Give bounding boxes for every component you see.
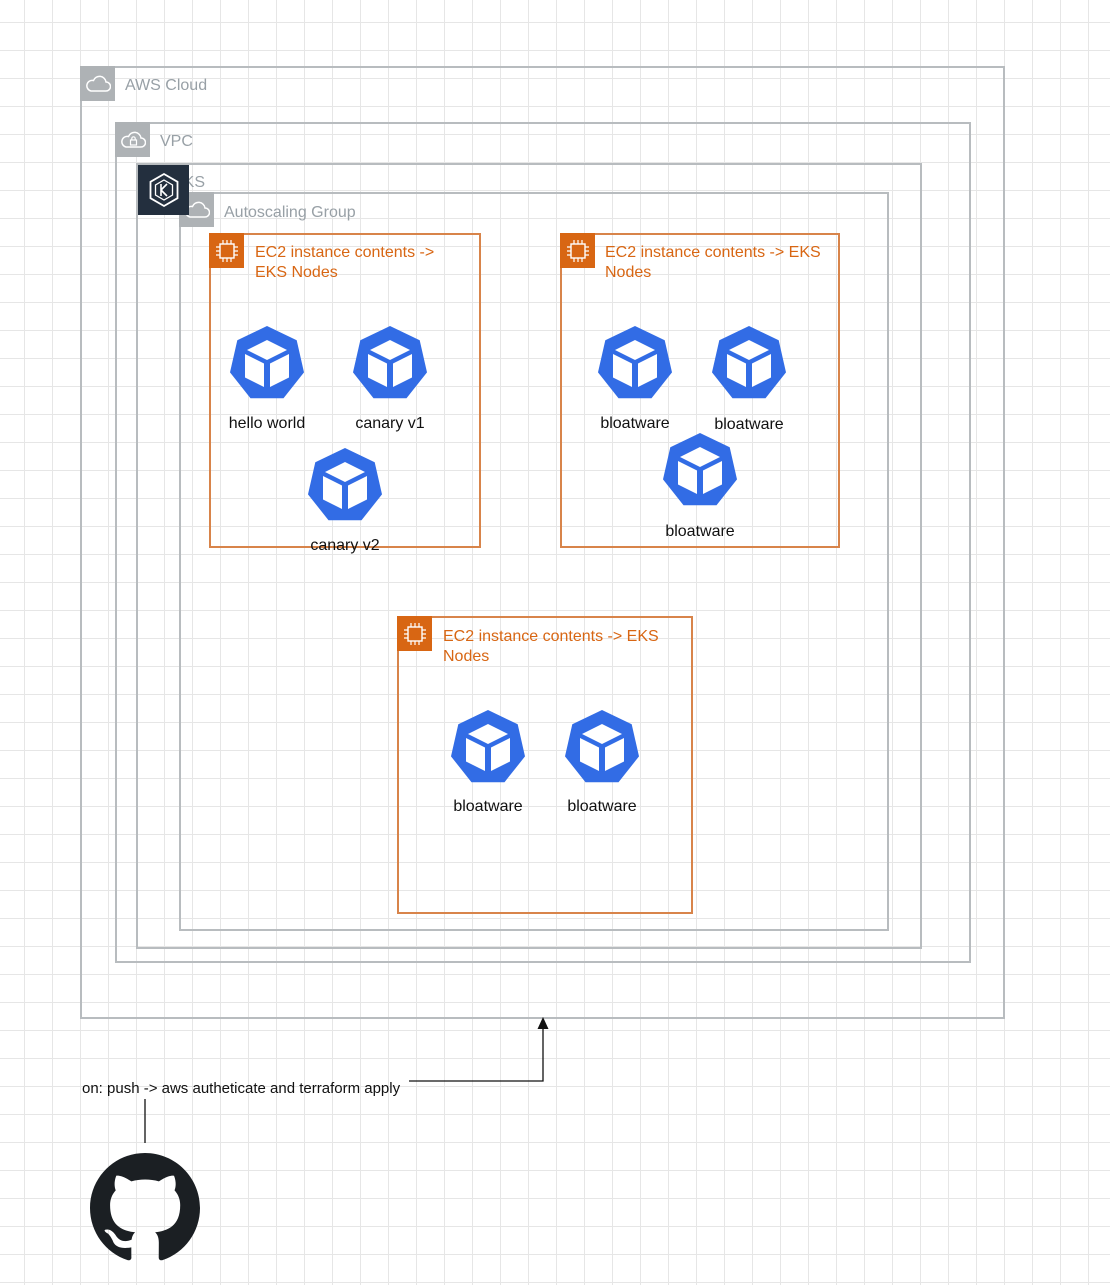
pod-icon[interactable]	[562, 708, 642, 788]
eks-logo-icon	[138, 165, 189, 215]
ec2-instance-1-label-line2: EKS Nodes	[255, 264, 338, 281]
vpc-cloud-lock-icon	[115, 122, 150, 157]
ec2-instance-3[interactable]: EC2 instance contents -> EKS Nodes	[397, 616, 693, 914]
pod-icon[interactable]	[305, 446, 385, 526]
chip-icon	[209, 233, 244, 268]
pod-icon[interactable]	[227, 324, 307, 404]
pod-label: bloatware	[453, 798, 523, 815]
chip-icon	[560, 233, 595, 268]
cloud-icon	[80, 66, 115, 101]
pod-icon[interactable]	[448, 708, 528, 788]
pod-icon[interactable]	[595, 324, 675, 404]
vpc-label: VPC	[160, 133, 193, 150]
pod-label: bloatware	[714, 416, 784, 433]
pod-icon[interactable]	[709, 324, 789, 404]
aws-cloud-label: AWS Cloud	[125, 77, 208, 94]
pod-icon[interactable]	[350, 324, 430, 404]
ec2-instance-1[interactable]: EC2 instance contents -> EKS Nodes	[209, 233, 481, 548]
autoscaling-group[interactable]: Autoscaling Group	[179, 192, 889, 931]
pod-label: bloatware	[567, 798, 637, 815]
chip-icon	[397, 616, 432, 651]
pod-icon[interactable]	[660, 431, 740, 511]
pod-label: canary v2	[310, 537, 380, 554]
pod-label: bloatware	[665, 523, 735, 540]
github-icon[interactable]	[90, 1153, 200, 1263]
pod-label: hello world	[228, 415, 306, 432]
ec2-instance-3-label-line2: Nodes	[443, 648, 490, 665]
ec2-instance-2-label-line1: EC2 instance contents -> EKS	[605, 244, 821, 261]
pipeline-trigger-label: on: push -> aws autheticate and terrafor…	[82, 1080, 401, 1097]
pod-label: bloatware	[600, 415, 670, 432]
ec2-instance-2[interactable]: EC2 instance contents -> EKS Nodes	[560, 233, 840, 548]
deploy-arrow-line	[409, 1024, 544, 1082]
autoscaling-label: Autoscaling Group	[224, 204, 356, 221]
vpc-group[interactable]: VPC	[115, 122, 971, 963]
pod-label: canary v1	[355, 415, 425, 432]
ec2-instance-2-label-line2: Nodes	[605, 264, 652, 281]
ec2-instance-3-label-line1: EC2 instance contents -> EKS	[443, 628, 659, 645]
ec2-instance-1-label-line1: EC2 instance contents ->	[255, 244, 435, 261]
